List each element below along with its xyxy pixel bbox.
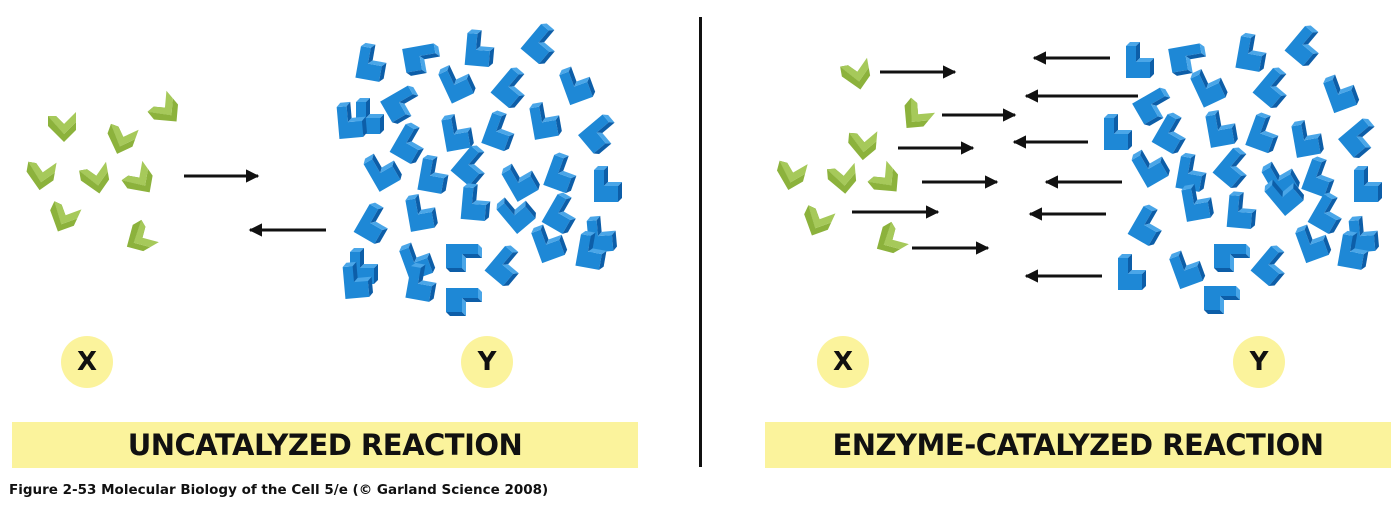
y-molecule xyxy=(436,59,478,104)
x-molecule xyxy=(144,90,186,132)
y-molecule xyxy=(1290,117,1325,158)
x-molecule xyxy=(826,162,858,196)
y-molecule xyxy=(499,156,542,202)
panel-divider xyxy=(699,17,702,467)
y-molecule xyxy=(1188,63,1230,108)
y-molecule xyxy=(1250,242,1296,289)
y-molecule xyxy=(1321,69,1361,114)
reactant-label-x-left: X xyxy=(61,336,113,388)
product-label-y-right: Y xyxy=(1233,336,1285,388)
y-molecule xyxy=(1214,244,1250,272)
y-molecule xyxy=(541,190,584,236)
y-molecule xyxy=(402,42,443,77)
y-molecule xyxy=(490,64,536,111)
y-molecule xyxy=(1127,202,1170,248)
y-molecule xyxy=(404,191,439,232)
y-molecule xyxy=(1212,144,1258,191)
x-molecule xyxy=(846,128,878,162)
y-molecule xyxy=(557,61,597,106)
x-molecule xyxy=(118,217,159,258)
x-molecule xyxy=(894,94,936,136)
x-molecule xyxy=(23,157,57,193)
y-molecule xyxy=(578,111,624,157)
y-molecule xyxy=(528,99,563,140)
x-molecule xyxy=(119,160,160,202)
reactant-label-x-right: X xyxy=(817,336,869,388)
y-molecule xyxy=(1307,190,1350,236)
x-molecule xyxy=(868,219,909,260)
x-molecule xyxy=(43,197,82,237)
y-molecule xyxy=(440,111,475,152)
y-molecule xyxy=(1118,254,1146,290)
x-molecule xyxy=(839,57,873,93)
x-molecule xyxy=(772,156,808,194)
y-molecule xyxy=(460,183,492,222)
y-molecule xyxy=(1126,42,1154,78)
x-molecule xyxy=(102,120,139,158)
y-molecule xyxy=(520,20,566,67)
x-molecule xyxy=(48,112,76,142)
x-molecule xyxy=(797,201,836,241)
y-molecule xyxy=(1284,22,1330,69)
y-molecule xyxy=(1354,166,1382,202)
y-molecule xyxy=(417,154,452,195)
y-molecule xyxy=(1245,111,1284,155)
y-molecule xyxy=(1104,114,1132,150)
y-molecule xyxy=(1167,245,1207,290)
x-molecule xyxy=(78,161,112,197)
product-label-y-left: Y xyxy=(461,336,513,388)
y-molecule xyxy=(1252,64,1298,111)
y-molecule xyxy=(481,109,520,153)
y-molecule xyxy=(1204,107,1239,148)
y-molecule xyxy=(1235,32,1270,73)
enzyme-catalyzed-title: ENZYME-CATALYZED REACTION xyxy=(765,422,1391,468)
y-molecule xyxy=(1338,115,1384,161)
y-molecule xyxy=(1226,191,1258,230)
figure-caption: Figure 2-53 Molecular Biology of the Cel… xyxy=(9,482,549,498)
y-molecule xyxy=(446,288,482,316)
y-molecule xyxy=(446,244,482,272)
y-molecule xyxy=(353,200,396,246)
y-molecule xyxy=(1204,286,1240,314)
y-molecule xyxy=(464,29,496,68)
y-molecule xyxy=(484,242,530,289)
y-molecule xyxy=(1301,155,1340,199)
y-molecule xyxy=(594,166,622,202)
y-molecule xyxy=(355,42,390,83)
y-molecule xyxy=(380,83,426,126)
x-molecule xyxy=(864,160,906,202)
uncatalyzed-title: UNCATALYZED REACTION xyxy=(12,422,638,468)
y-molecule xyxy=(543,151,582,195)
